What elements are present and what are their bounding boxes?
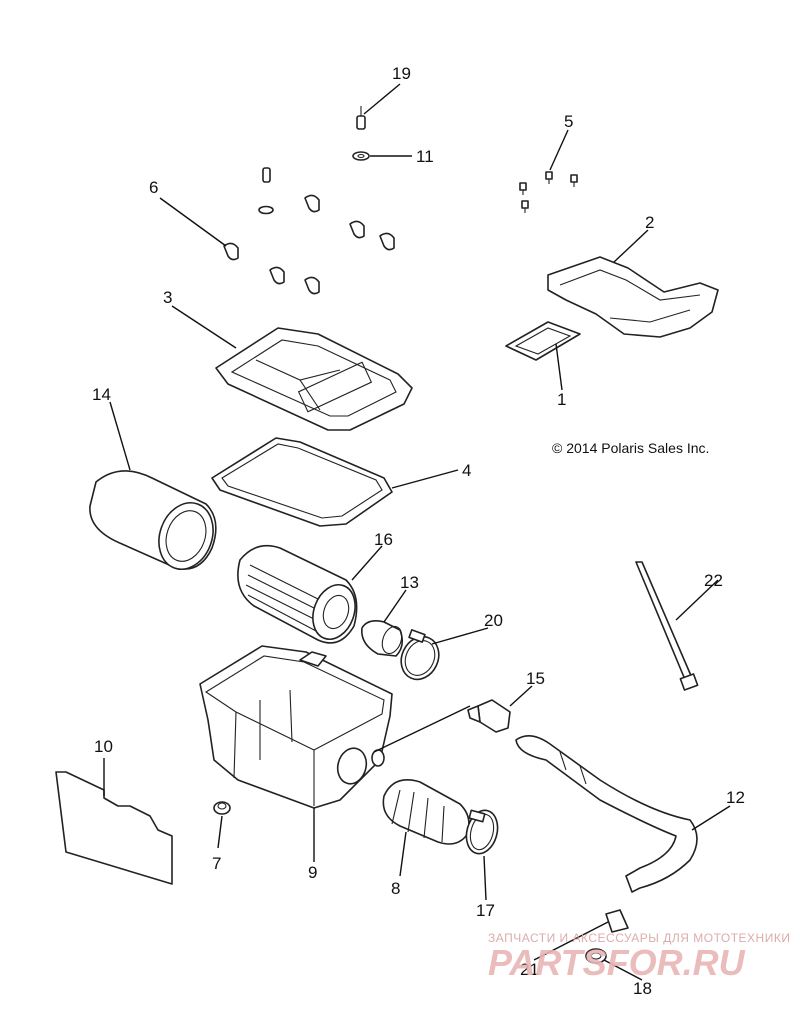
callout-10: 10	[94, 737, 113, 756]
callout-16: 16	[374, 530, 393, 549]
callout-labels: 19 11 5 6 2 3 1 14 4 16 13 20 22 15 10 1…	[92, 64, 745, 998]
part-13-coupler	[361, 620, 404, 657]
callout-8: 8	[391, 879, 400, 898]
callout-7: 7	[212, 854, 221, 873]
callout-4: 4	[462, 461, 471, 480]
callout-2: 2	[645, 213, 654, 232]
part-18-clip	[585, 948, 607, 964]
callout-22: 22	[704, 571, 723, 590]
part-6-clips	[223, 167, 395, 295]
part-14-pre-filter	[89, 470, 217, 570]
part-19-screw	[356, 106, 366, 130]
part-15-fitting	[467, 699, 511, 733]
callout-1: 1	[557, 390, 566, 409]
watermark: ЗАПЧАСТИ И АКСЕССУАРЫ ДЛЯ МОТОТЕХНИКИ PA…	[488, 931, 790, 983]
part-3-airbox-cover	[215, 327, 413, 431]
leader-lines	[103, 83, 731, 981]
part-2-intake-duct	[547, 256, 719, 338]
part-1-seal-plate	[505, 321, 581, 361]
part-21-cap	[605, 909, 629, 933]
callout-6: 6	[149, 178, 158, 197]
callout-11: 11	[416, 147, 434, 166]
part-7-grommet	[213, 801, 231, 815]
callout-3: 3	[163, 288, 172, 307]
callout-12: 12	[726, 788, 745, 807]
part-22-cable-tie	[635, 561, 699, 691]
part-17-clamp	[465, 809, 499, 855]
watermark-tagline: ЗАПЧАСТИ И АКСЕССУАРЫ ДЛЯ МОТОТЕХНИКИ	[488, 931, 790, 945]
part-9-airbox-base	[199, 645, 393, 809]
copyright-text: © 2014 Polaris Sales Inc.	[552, 440, 709, 456]
callout-18: 18	[633, 979, 652, 998]
callout-17: 17	[476, 901, 495, 920]
part-20-clamp	[400, 629, 440, 681]
callout-9: 9	[308, 863, 317, 882]
callout-5: 5	[564, 112, 573, 131]
part-4-gasket	[211, 437, 393, 527]
part-8-outlet-boot	[382, 779, 470, 845]
callout-15: 15	[526, 669, 545, 688]
part-16-air-filter	[237, 544, 358, 644]
part-5-screws	[519, 171, 578, 213]
callout-20: 20	[484, 611, 503, 630]
callout-21: 21	[520, 960, 539, 979]
callout-14: 14	[92, 385, 111, 404]
callout-19: 19	[392, 64, 411, 83]
callout-13: 13	[400, 573, 419, 592]
watermark-brand: PARTSFOR.RU	[488, 942, 746, 983]
part-12-drain-hose	[515, 735, 698, 893]
part-10-pad	[55, 771, 173, 885]
part-11-washer	[352, 151, 370, 161]
